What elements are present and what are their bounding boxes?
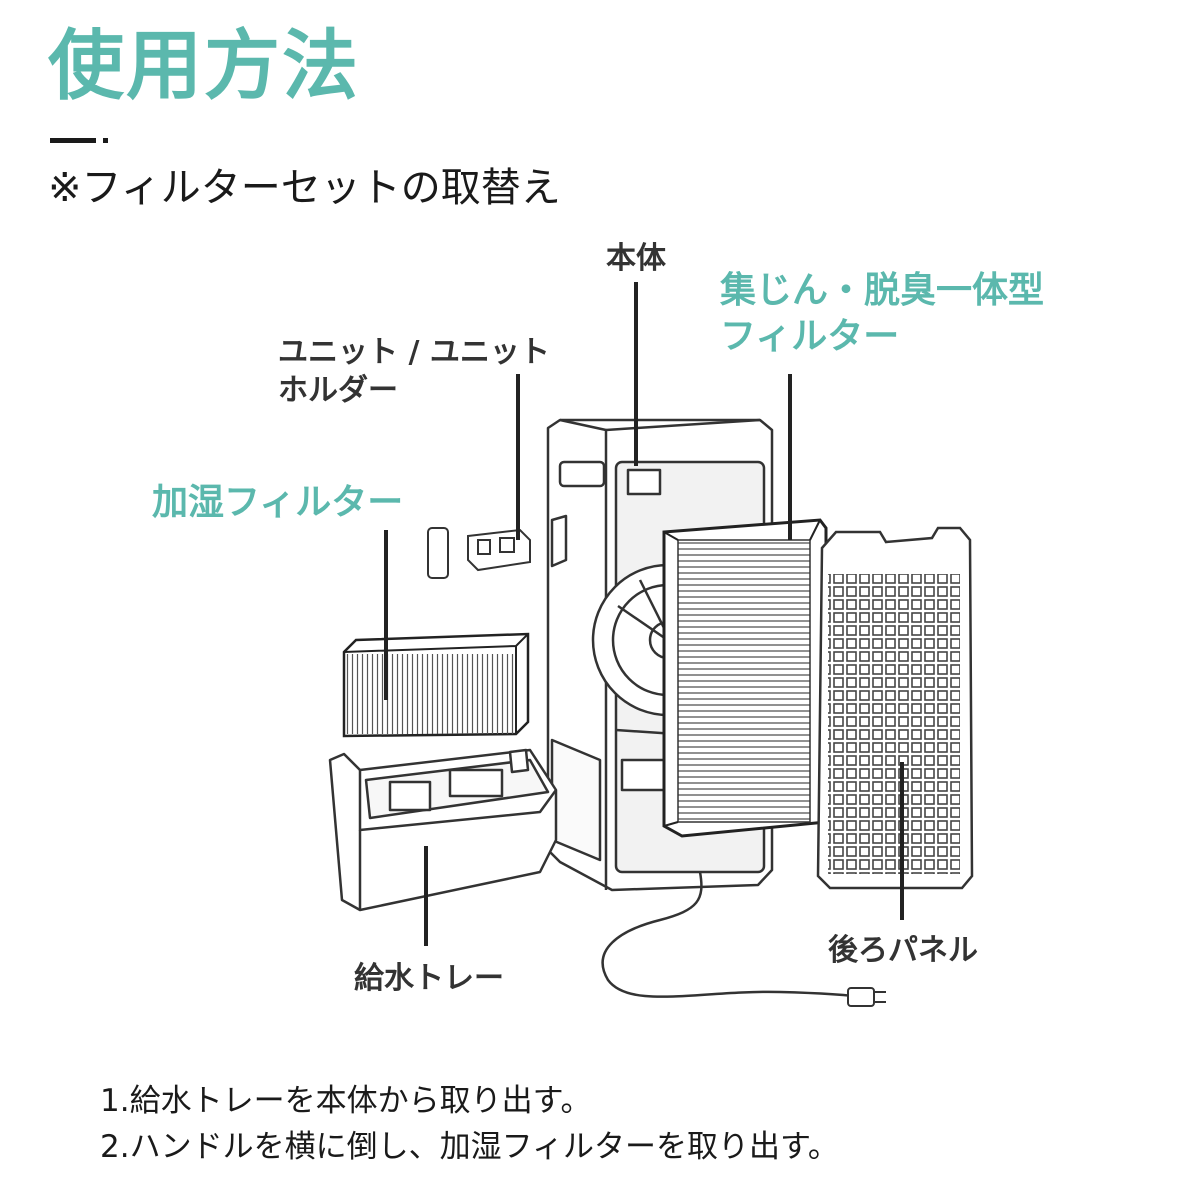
step-1: 1.給水トレーを本体から取り出す。 [100,1083,592,1119]
label-humidifying-filter: 加湿フィルター [152,482,403,523]
step-2: 2.ハンドルを横に倒し、加湿フィルターを取り出す。 [100,1129,839,1165]
title-underline [50,138,96,143]
power-plug [847,987,886,1007]
dust-deodorizing-filter [662,518,828,838]
label-back-panel: 後ろパネル [828,933,978,968]
back-panel [816,526,974,890]
label-dust-filter-line2: フィルター [720,316,899,357]
humidifying-filter [342,632,530,738]
label-unit-line2: ホルダー [278,373,398,408]
page-subtitle: ※フィルターセットの取替え [48,165,561,211]
page-title: 使用方法 [48,21,360,110]
instruction-steps: 1.給水トレーを本体から取り出す。 2.ハンドルを横に倒し、加湿フィルターを取り… [100,1078,839,1170]
label-main-body: 本体 [606,241,667,276]
power-cord [601,871,871,1000]
title-underline-dot [103,138,108,143]
leader-lines [384,282,904,946]
water-tray [328,748,558,912]
unit-and-holder [427,527,531,579]
label-dust-filter-line1: 集じん・脱臭一体型 [719,270,1044,311]
label-unit-line1: ユニット / ユニット [278,335,550,370]
label-water-tray: 給水トレー [354,961,504,996]
